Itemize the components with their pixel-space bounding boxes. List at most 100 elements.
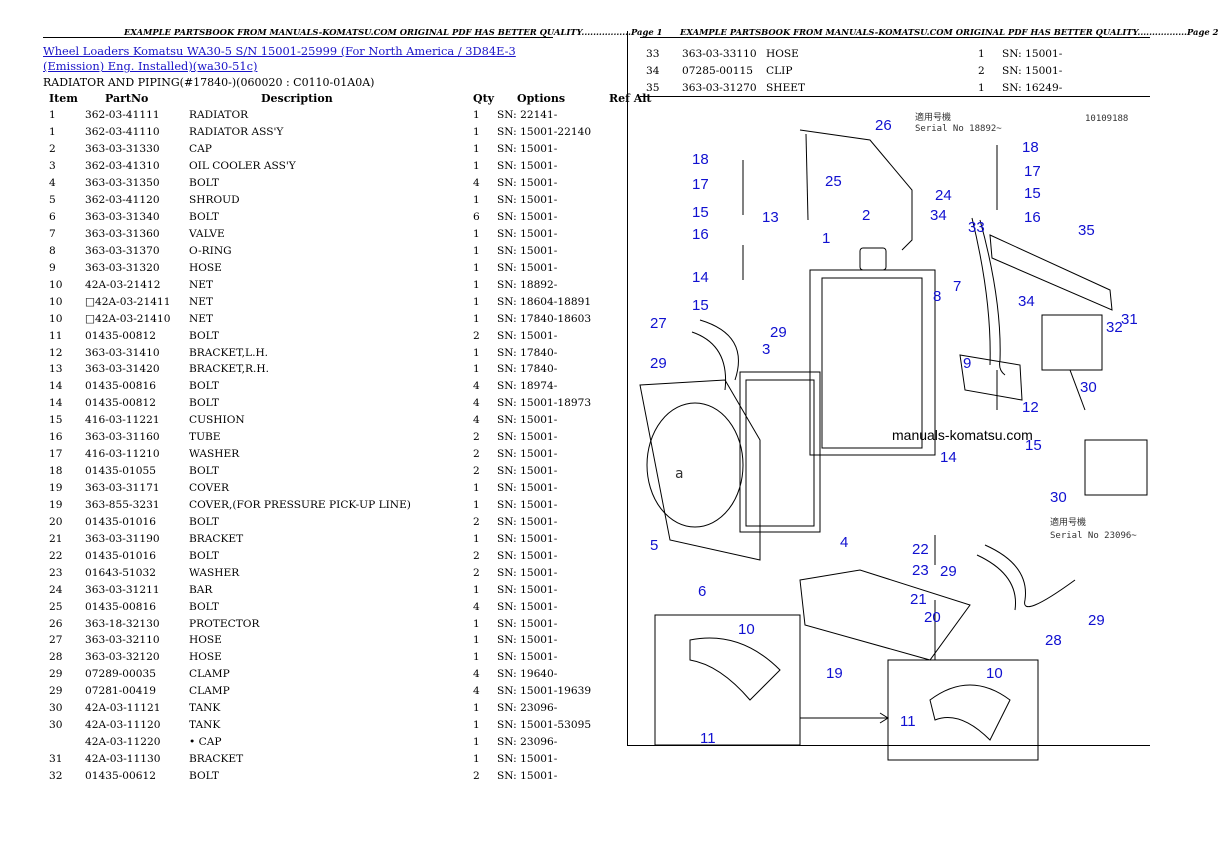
part-quantity: 1 [473, 583, 480, 596]
item-number: 25 [49, 600, 63, 613]
japanese-serial-label-bottom: 適用号機 [1050, 516, 1086, 528]
part-description: NET [189, 278, 214, 291]
callout-15: 15 [692, 297, 709, 314]
callout-30: 30 [1050, 489, 1067, 506]
item-number: 29 [49, 685, 63, 698]
part-options: SN: 15001- [497, 769, 558, 782]
part-quantity: 4 [473, 397, 480, 410]
col-header-options: Options [517, 91, 566, 105]
item-number: 11 [49, 329, 63, 342]
part-quantity: 1 [473, 109, 480, 122]
breadcrumb-link-model[interactable]: WA30-5 S/N 15001-25999 (For North Americ… [43, 44, 516, 73]
part-description: CLAMP [189, 685, 230, 698]
part-quantity: 1 [978, 82, 985, 95]
section-title: RADIATOR AND PIPING(#17840-)(060020 : C0… [43, 76, 375, 89]
part-refalt [609, 768, 652, 785]
callout-5: 5 [650, 537, 658, 554]
callout-15: 15 [1024, 185, 1041, 202]
part-quantity: 1 [473, 312, 480, 325]
part-description: BOLT [189, 600, 219, 613]
part-description: RADIATOR ASS'Y [189, 126, 284, 139]
callout-8: 8 [933, 288, 941, 305]
part-options: SN: 17840- [497, 346, 558, 359]
callout-30: 30 [1080, 379, 1097, 396]
part-number: 416-03-11210 [85, 448, 160, 461]
part-quantity: 1 [473, 482, 480, 495]
part-quantity: 1 [473, 736, 480, 749]
part-number: 07289-00035 [85, 668, 156, 681]
callout-14: 14 [940, 449, 957, 466]
part-quantity: 1 [473, 295, 480, 308]
part-options: SN: 18892- [497, 278, 558, 291]
callout-29: 29 [650, 355, 667, 372]
page-header-left: EXAMPLE PARTSBOOK FROM MANUALS-KOMATSU.C… [124, 27, 663, 37]
part-quantity: 2 [473, 769, 480, 782]
part-options: SN: 15001- [497, 177, 558, 190]
breadcrumb-link-wheel-loaders[interactable]: Wheel Loaders Komatsu [43, 44, 184, 58]
part-number: 01435-01016 [85, 549, 156, 562]
part-number: 01435-01016 [85, 515, 156, 528]
callout-7: 7 [953, 278, 961, 295]
part-description: HOSE [189, 651, 222, 664]
item-number: 30 [49, 702, 63, 715]
part-quantity: 1 [473, 702, 480, 715]
part-description: RADIATOR [189, 109, 249, 122]
column-divider [627, 31, 628, 745]
callout-31: 31 [1121, 311, 1138, 328]
diagram-lines [639, 129, 1148, 761]
callout-10: 10 [986, 665, 1003, 682]
part-options: SN: 15001- [497, 194, 558, 207]
part-quantity: 2 [473, 431, 480, 444]
part-options: SN: 15001- [1002, 48, 1063, 61]
callout-18: 18 [692, 151, 709, 168]
part-options: SN: 17840-18603 [497, 312, 592, 325]
item-number: 10 [49, 295, 63, 308]
part-description: WASHER [189, 566, 240, 579]
item-number: 3 [49, 160, 56, 173]
part-quantity: 1 [473, 261, 480, 274]
part-description: • CAP [189, 736, 222, 749]
part-number: 363-03-31350 [85, 177, 160, 190]
part-description: HOSE [189, 261, 222, 274]
item-number: 27 [49, 634, 63, 647]
callout-19: 19 [826, 665, 843, 682]
item-number: 10 [49, 312, 63, 325]
part-number: 01435-00812 [85, 329, 156, 342]
part-options: SN: 15001- [497, 583, 558, 596]
part-options: SN: 15001- [497, 600, 558, 613]
part-number: 362-03-41120 [85, 194, 160, 207]
part-options: SN: 15001- [497, 211, 558, 224]
callout-29: 29 [770, 324, 787, 341]
part-number: 363-03-31190 [85, 532, 160, 545]
callout-4: 4 [840, 534, 848, 551]
part-description: COVER,(FOR PRESSURE PICK-UP LINE) [189, 498, 411, 511]
part-number: 42A-03-11120 [85, 719, 161, 732]
part-description: TUBE [189, 431, 221, 444]
part-quantity: 1 [473, 160, 480, 173]
part-description: HOSE [189, 634, 222, 647]
part-quantity: 1 [473, 346, 480, 359]
part-number: 362-03-41310 [85, 160, 160, 173]
item-number: 32 [49, 769, 63, 782]
part-description: BRACKET,L.H. [189, 346, 269, 359]
part-number: 363-03-33110 [682, 48, 757, 61]
part-options: SN: 18974- [497, 380, 558, 393]
part-description: BAR [189, 583, 213, 596]
callout-13: 13 [762, 209, 779, 226]
item-number: 31 [49, 753, 63, 766]
part-options: SN: 15001- [497, 227, 558, 240]
item-number: 23 [49, 566, 63, 579]
part-options: SN: 17840- [497, 363, 558, 376]
item-number: 19 [49, 498, 63, 511]
